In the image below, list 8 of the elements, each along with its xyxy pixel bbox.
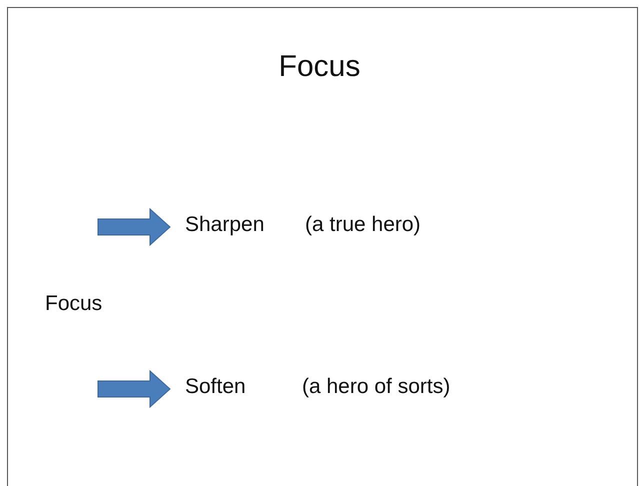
note-text: (a hero of sorts) <box>302 374 450 400</box>
node-label: Sharpen <box>170 210 264 240</box>
node-label: Soften <box>170 372 246 402</box>
note-text: (a true hero) <box>305 212 421 238</box>
block-arrow <box>98 208 171 246</box>
title: Focus <box>278 50 362 84</box>
side-label: Focus <box>45 292 102 316</box>
block-arrow <box>98 370 171 408</box>
